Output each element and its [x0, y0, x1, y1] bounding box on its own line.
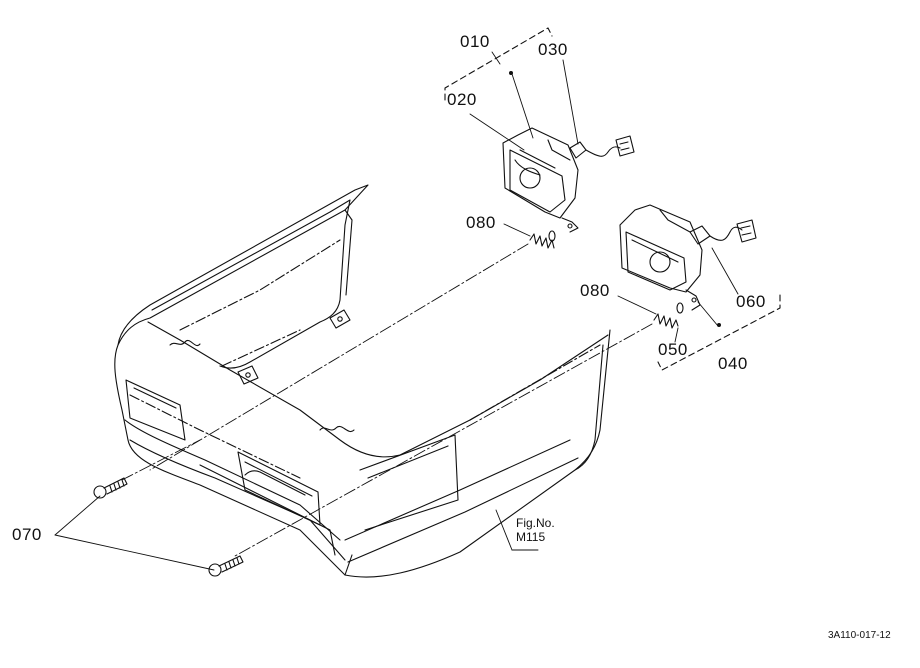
marker-dot-lower	[717, 323, 721, 327]
callout-080-upper: 080	[466, 213, 496, 232]
lamp-assembly-lower	[619, 204, 757, 311]
callout-020: 020	[447, 90, 477, 109]
callout-030: 030	[538, 40, 568, 59]
document-id: 3A110-017-12	[828, 630, 891, 641]
callout-010: 010	[460, 32, 490, 51]
spring-upper	[529, 230, 556, 249]
figure-reference: Fig.No. M115	[516, 516, 555, 544]
bumper-drawing	[114, 184, 611, 578]
group-bracket-040	[657, 294, 781, 371]
alignment-lines	[121, 243, 653, 557]
callout-040: 040	[718, 354, 748, 373]
screw-upper	[93, 477, 128, 499]
callout-070: 070	[12, 525, 42, 544]
spring-lower	[653, 302, 684, 329]
screw-lower	[208, 555, 244, 577]
marker-dot-upper	[509, 71, 513, 75]
leader-lines	[54, 51, 739, 571]
figure-reference-number: M115	[516, 530, 546, 544]
figure-reference-label: Fig.No.	[516, 516, 555, 530]
callout-050: 050	[658, 340, 688, 359]
callout-060: 060	[736, 292, 766, 311]
lamp-assembly-upper	[502, 127, 635, 233]
callout-080-lower: 080	[580, 281, 610, 300]
